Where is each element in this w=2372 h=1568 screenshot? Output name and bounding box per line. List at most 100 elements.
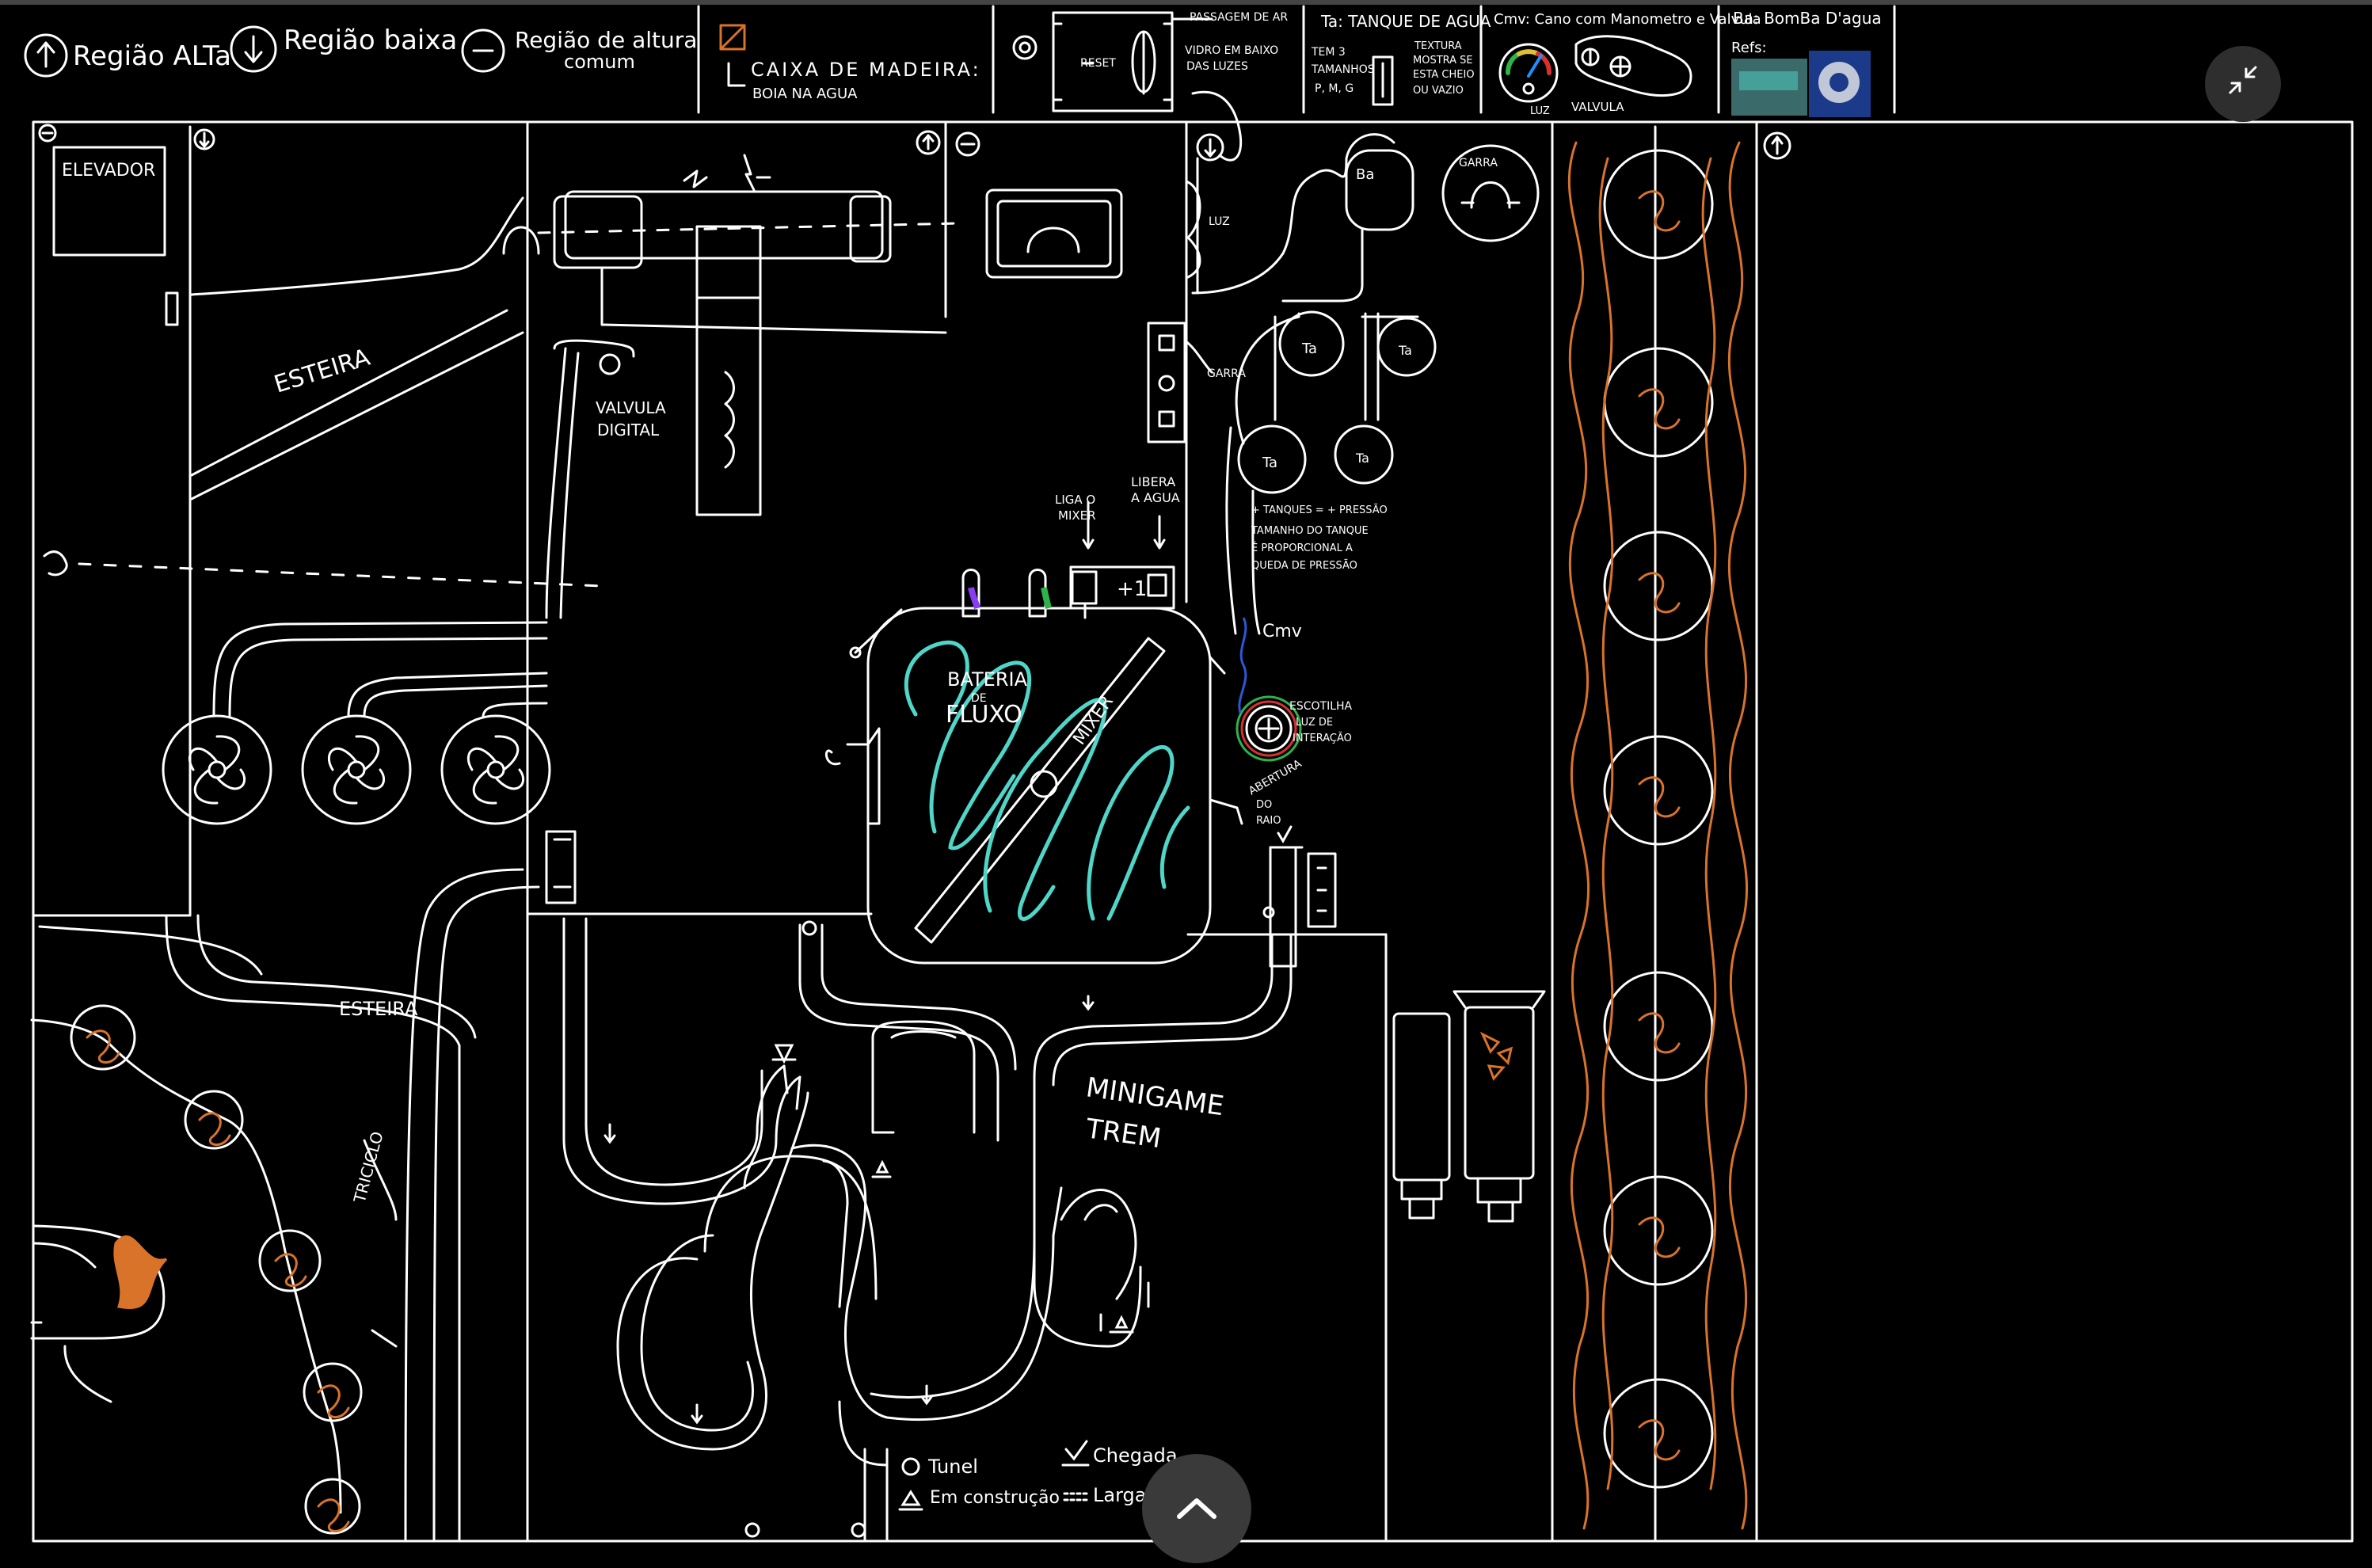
- chevron-up-icon: [1173, 1481, 1220, 1536]
- passagem-ar-label: PASSAGEM DE AR: [1190, 11, 1288, 24]
- esteira-bottom-label: ESTEIRA: [339, 998, 418, 1020]
- cmv-title: Cmv: Cano com Manometro e Valvula: [1494, 11, 1761, 28]
- tank-ta-4: [1334, 424, 1394, 485]
- water-pump-ba: [1345, 149, 1414, 231]
- libera-agua-1: LIBERA: [1131, 474, 1175, 489]
- water-tank-legend-sketch: [1372, 55, 1394, 106]
- textura-3: ESTA CHEIO: [1413, 69, 1475, 81]
- plug-machine-left: [1392, 1012, 1451, 1220]
- claw-icon: [1441, 144, 1540, 242]
- bateria-2: DE: [971, 692, 987, 705]
- legend-regiao-alta: [24, 33, 68, 78]
- orange-node-2: [184, 1090, 244, 1150]
- finish-check-icon: [1061, 1440, 1090, 1467]
- ta-label-3: Ta: [1262, 455, 1277, 471]
- region-marker-alta: [916, 130, 941, 155]
- esteira-top-label: ESTEIRA: [271, 344, 374, 399]
- elevador-label: ELEVADOR: [62, 161, 155, 181]
- legend-em-construcao: Em construção: [930, 1488, 1060, 1508]
- collapse-icon: [2225, 63, 2260, 105]
- triciclo-label: TRICICLO: [349, 1129, 386, 1205]
- vidro-label-2: DAS LUZES: [1186, 60, 1248, 73]
- luz-label: LUZ: [1209, 215, 1230, 228]
- region-marker-comum: [38, 124, 57, 143]
- fan-2: [301, 714, 412, 825]
- collapse-button[interactable]: [2205, 46, 2281, 122]
- plus-one-label: +1: [1117, 577, 1147, 601]
- ba-title: Ba: BomBa D'agua: [1733, 9, 1882, 28]
- textura-1: TEXTURA: [1414, 40, 1462, 52]
- legend-regiao-alta-label: Região ALTa: [73, 40, 231, 72]
- valvula-digital-2: DIGITAL: [597, 421, 660, 440]
- manometer-legend-sketch: [1498, 35, 1692, 103]
- arch-magnet-1: [502, 226, 540, 255]
- abertura-2: DO: [1256, 799, 1272, 811]
- fan-1: [162, 714, 272, 825]
- construction-icon: [898, 1490, 923, 1511]
- tank-ta-1: [1278, 310, 1345, 377]
- liga-mixer-2: MIXER: [1058, 508, 1096, 523]
- legend-tunel: Tunel: [927, 1456, 978, 1478]
- legend-regiao-comum: [461, 29, 505, 73]
- escotilha-1: ESCOTILHA: [1289, 700, 1353, 713]
- orange-node-4: [303, 1362, 363, 1422]
- ta-tem: TEM 3: [1311, 46, 1346, 59]
- refs-label: Refs:: [1731, 40, 1767, 56]
- region-marker-baixa: [193, 128, 215, 150]
- orange-node-1: [70, 1004, 136, 1071]
- arch-magnet-2: [1026, 226, 1080, 253]
- elevator-box: [52, 146, 166, 257]
- escotilha-2: LUZ DE: [1296, 717, 1333, 729]
- ta-label-1: Ta: [1301, 341, 1317, 357]
- ba-label: Ba: [1356, 166, 1374, 183]
- flux-battery: [866, 607, 1212, 965]
- map-border: [32, 120, 2354, 1543]
- garra-label-2: GARRA: [1459, 157, 1498, 169]
- tanques-2: TAMANHO DO TANQUE: [1251, 525, 1369, 537]
- escotilha-3: INTERAÇÃO: [1293, 732, 1352, 744]
- pump-column: [1603, 149, 1714, 1489]
- bateria-1: BATERIA: [947, 668, 1028, 691]
- legend-regiao-comum-label-1: Região de altura: [515, 27, 697, 53]
- abertura-3: RAIO: [1256, 815, 1281, 827]
- garra-label-1: GARRA: [1207, 367, 1246, 380]
- tunnel-icon: [901, 1457, 920, 1476]
- legend-regiao-baixa: [230, 25, 277, 73]
- reset-label: RESET: [1080, 57, 1116, 70]
- caixa-madeira-legend: [719, 24, 746, 87]
- textura-2: MOSTRA SE: [1413, 55, 1473, 67]
- vidro-label-1: VIDRO EM BAIXO: [1185, 44, 1278, 57]
- legend-chegada: Chegada: [1093, 1444, 1178, 1467]
- cmv-luz: LUZ: [1530, 105, 1550, 117]
- mixer-bar: [914, 637, 1166, 944]
- reset-panel-sketch: [1012, 11, 1213, 112]
- region-marker-baixa-2: [1196, 133, 1224, 162]
- ta-pmg: P, M, G: [1315, 82, 1354, 95]
- plug-machine-right: [1453, 990, 1546, 1223]
- tanques-1: + TANQUES = + PRESSÃO: [1251, 504, 1388, 516]
- liga-mixer-1: LIGA O: [1055, 493, 1095, 507]
- orange-node-5: [304, 1478, 361, 1535]
- ta-label-4: Ta: [1355, 451, 1369, 466]
- legend-regiao-baixa-label: Região baixa: [284, 25, 457, 56]
- orange-node-3: [258, 1229, 322, 1292]
- interaction-hatch: [1245, 705, 1293, 752]
- ta-tamanhos: TAMANHOS: [1311, 63, 1375, 76]
- cmv-label: Cmv: [1262, 622, 1302, 641]
- caixa-sub: BOIA NA AGUA: [752, 86, 858, 102]
- fan-3: [440, 714, 551, 825]
- valvula-digital-1: VALVULA: [596, 398, 666, 417]
- caixa-title: CAIXA DE MADEIRA:: [751, 59, 981, 81]
- orange-drill: [113, 1235, 168, 1309]
- tank-ta-3: [1237, 424, 1307, 494]
- tanques-3: É PROPORCIONAL A: [1251, 542, 1353, 554]
- tanques-4: QUEDA DE PRESSÃO: [1251, 559, 1357, 572]
- ta-label-2: Ta: [1398, 343, 1412, 358]
- wooden-box-icon: [719, 24, 746, 51]
- cmv-valvula: VALVULA: [1571, 100, 1624, 114]
- scroll-to-top-button[interactable]: [1142, 1454, 1251, 1563]
- region-marker-alta-2: [1763, 131, 1791, 160]
- libera-agua-2: A AGUA: [1131, 490, 1180, 505]
- textura-4: OU VAZIO: [1413, 85, 1464, 97]
